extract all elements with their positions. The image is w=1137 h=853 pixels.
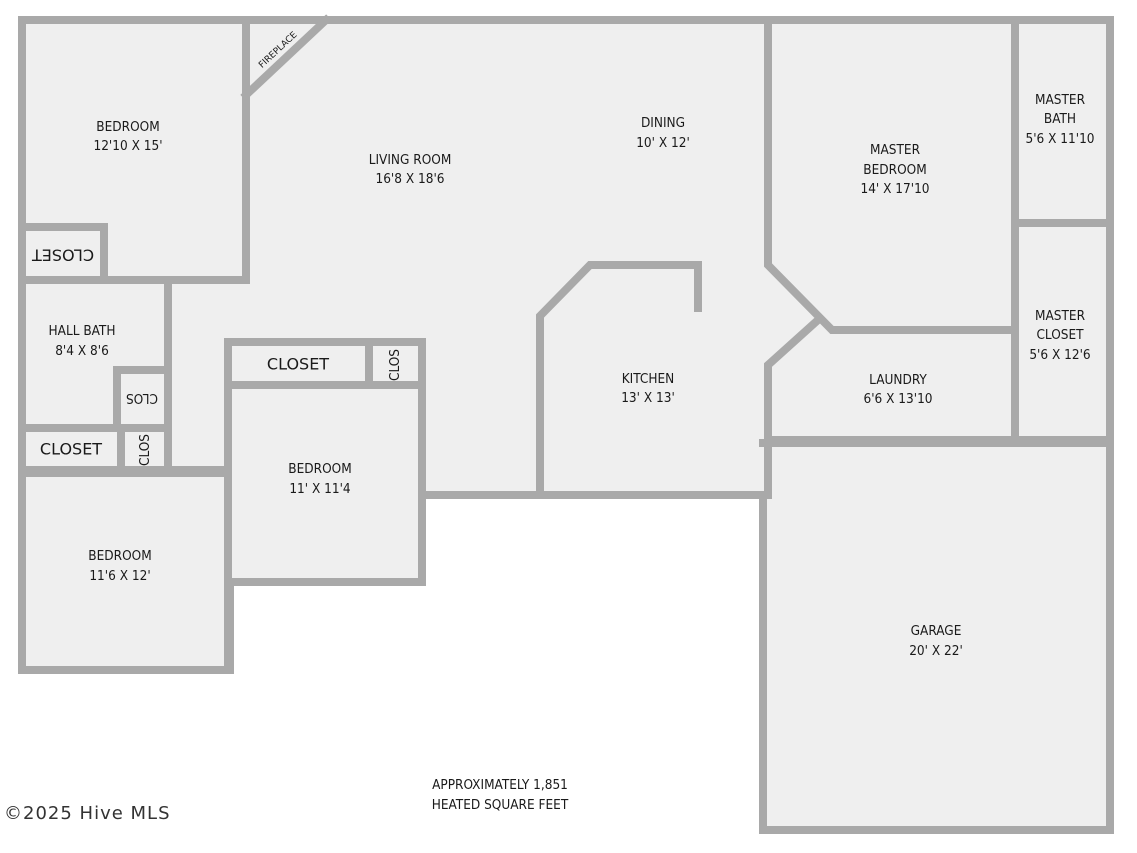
room-label-hall-bath: HALL BATH	[49, 323, 116, 339]
room-size-living: 16'8 X 18'6	[375, 171, 444, 187]
room-label-dining: DINING	[641, 115, 685, 131]
clos-label-bath: CLOS	[126, 390, 158, 406]
room-size-dining: 10' X 12'	[636, 135, 690, 151]
room-size-laundry: 6'6 X 13'10	[863, 391, 932, 407]
room-label-bedroom-sw: BEDROOM	[88, 548, 151, 564]
floor-fills	[22, 20, 1110, 830]
sqft-note-line2: HEATED SQUARE FEET	[432, 797, 569, 813]
closet-label-mid: CLOSET	[267, 355, 329, 374]
room-label-master-bedroom-1: MASTER	[870, 142, 921, 158]
room-label-kitchen: KITCHEN	[622, 371, 675, 387]
closet-label-nw: CLOSET	[32, 246, 94, 265]
room-size-hall-bath: 8'4 X 8'6	[55, 343, 109, 359]
clos-label-sw: CLOS	[137, 434, 153, 466]
room-label-living: LIVING ROOM	[369, 152, 452, 168]
room-label-bedroom-mid: BEDROOM	[288, 461, 351, 477]
room-label-master-bath-1: MASTER	[1035, 92, 1086, 108]
room-label-master-closet-1: MASTER	[1035, 308, 1086, 324]
room-size-bedroom-nw: 12'10 X 15'	[93, 138, 162, 154]
room-label-master-closet-2: CLOSET	[1036, 327, 1084, 343]
room-label-bedroom-nw: BEDROOM	[96, 119, 159, 135]
room-size-garage: 20' X 22'	[909, 643, 963, 659]
room-label-master-bath-2: BATH	[1044, 111, 1076, 127]
room-size-master-closet: 5'6 X 12'6	[1029, 347, 1090, 363]
room-label-garage: GARAGE	[911, 623, 962, 639]
room-size-master-bath: 5'6 X 11'10	[1025, 131, 1094, 147]
clos-label-mid: CLOS	[387, 349, 403, 381]
closet-label-sw: CLOSET	[40, 440, 102, 459]
sqft-note-line1: APPROXIMATELY 1,851	[432, 777, 568, 793]
room-size-bedroom-sw: 11'6 X 12'	[89, 568, 150, 584]
room-size-kitchen: 13' X 13'	[621, 390, 675, 406]
copyright-watermark: ©2025 Hive MLS	[4, 803, 171, 824]
walls	[18, 14, 1114, 834]
room-size-bedroom-mid: 11' X 11'4	[289, 481, 351, 497]
room-label-master-bedroom-2: BEDROOM	[863, 162, 926, 178]
room-size-master-bedroom: 14' X 17'10	[860, 181, 929, 197]
room-label-laundry: LAUNDRY	[869, 372, 927, 388]
